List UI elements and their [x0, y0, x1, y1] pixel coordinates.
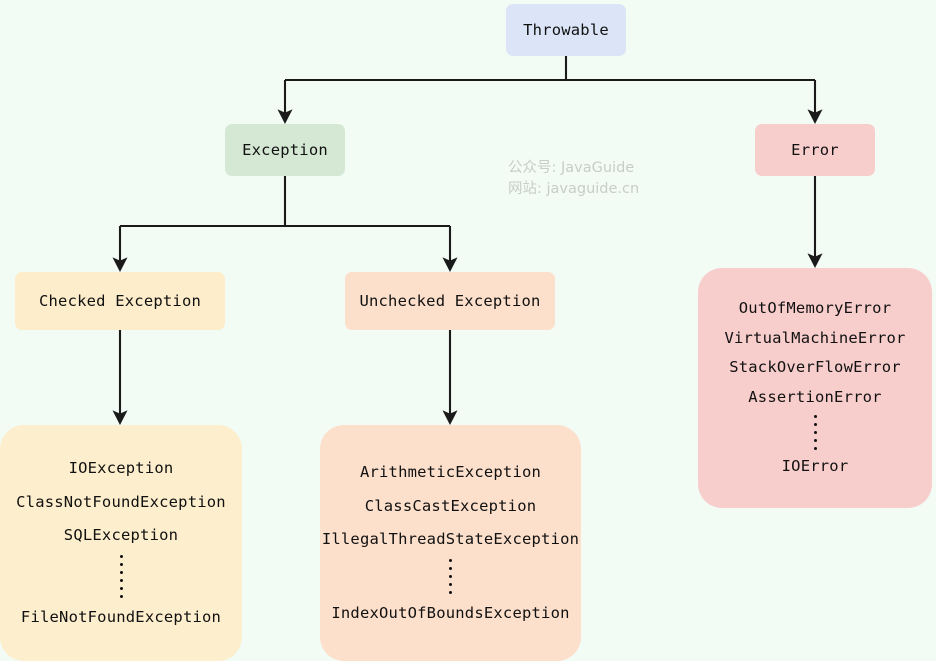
node-error-examples[interactable]: OutOfMemoryError VirtualMachineError Sta…	[698, 268, 932, 508]
node-unchecked-exception-examples[interactable]: ArithmeticException ClassCastException I…	[320, 425, 581, 661]
vertical-ellipsis-icon	[119, 553, 123, 601]
list-item: FileNotFoundException	[20, 607, 222, 626]
watermark-line-1: 公众号: JavaGuide	[508, 160, 635, 176]
edge-exception-bus	[120, 176, 450, 228]
list-item: OutOfMemoryError	[738, 299, 892, 318]
list-item: SQLException	[63, 526, 179, 544]
list-item: IndexOutOfBoundsException	[331, 603, 570, 622]
node-unchecked-exception-label: Unchecked Exception	[359, 292, 541, 310]
list-item: IllegalThreadStateException	[321, 530, 580, 548]
edge-throwable-bus	[285, 56, 815, 82]
vertical-ellipsis-icon	[813, 412, 817, 452]
list-item: AssertionError	[748, 387, 882, 406]
node-checked-exception-examples[interactable]: IOException ClassNotFoundException SQLEx…	[0, 425, 242, 661]
list-item: VirtualMachineError	[724, 328, 906, 347]
list-item: StackOverFlowError	[729, 358, 901, 377]
node-throwable-label: Throwable	[523, 21, 609, 39]
node-throwable[interactable]: Throwable	[506, 4, 626, 56]
vertical-ellipsis-icon	[449, 557, 452, 597]
watermark-line-2: 网站: javaguide.cn	[508, 181, 640, 198]
list-item: ClassNotFoundException	[16, 492, 226, 511]
node-exception-label: Exception	[242, 141, 328, 159]
node-checked-exception-label: Checked Exception	[38, 292, 202, 310]
list-item: IOError	[781, 457, 849, 476]
node-checked-exception[interactable]: Checked Exception	[15, 272, 225, 330]
list-item: IOException	[68, 459, 174, 477]
list-item: ArithmeticException	[359, 463, 542, 481]
node-error-label: Error	[791, 141, 839, 159]
list-item: ClassCastException	[364, 496, 537, 515]
node-error[interactable]: Error	[755, 124, 875, 176]
node-exception[interactable]: Exception	[225, 124, 345, 176]
watermark: 公众号: JavaGuide 网站: javaguide.cn	[508, 158, 639, 200]
node-unchecked-exception[interactable]: Unchecked Exception	[345, 272, 555, 330]
